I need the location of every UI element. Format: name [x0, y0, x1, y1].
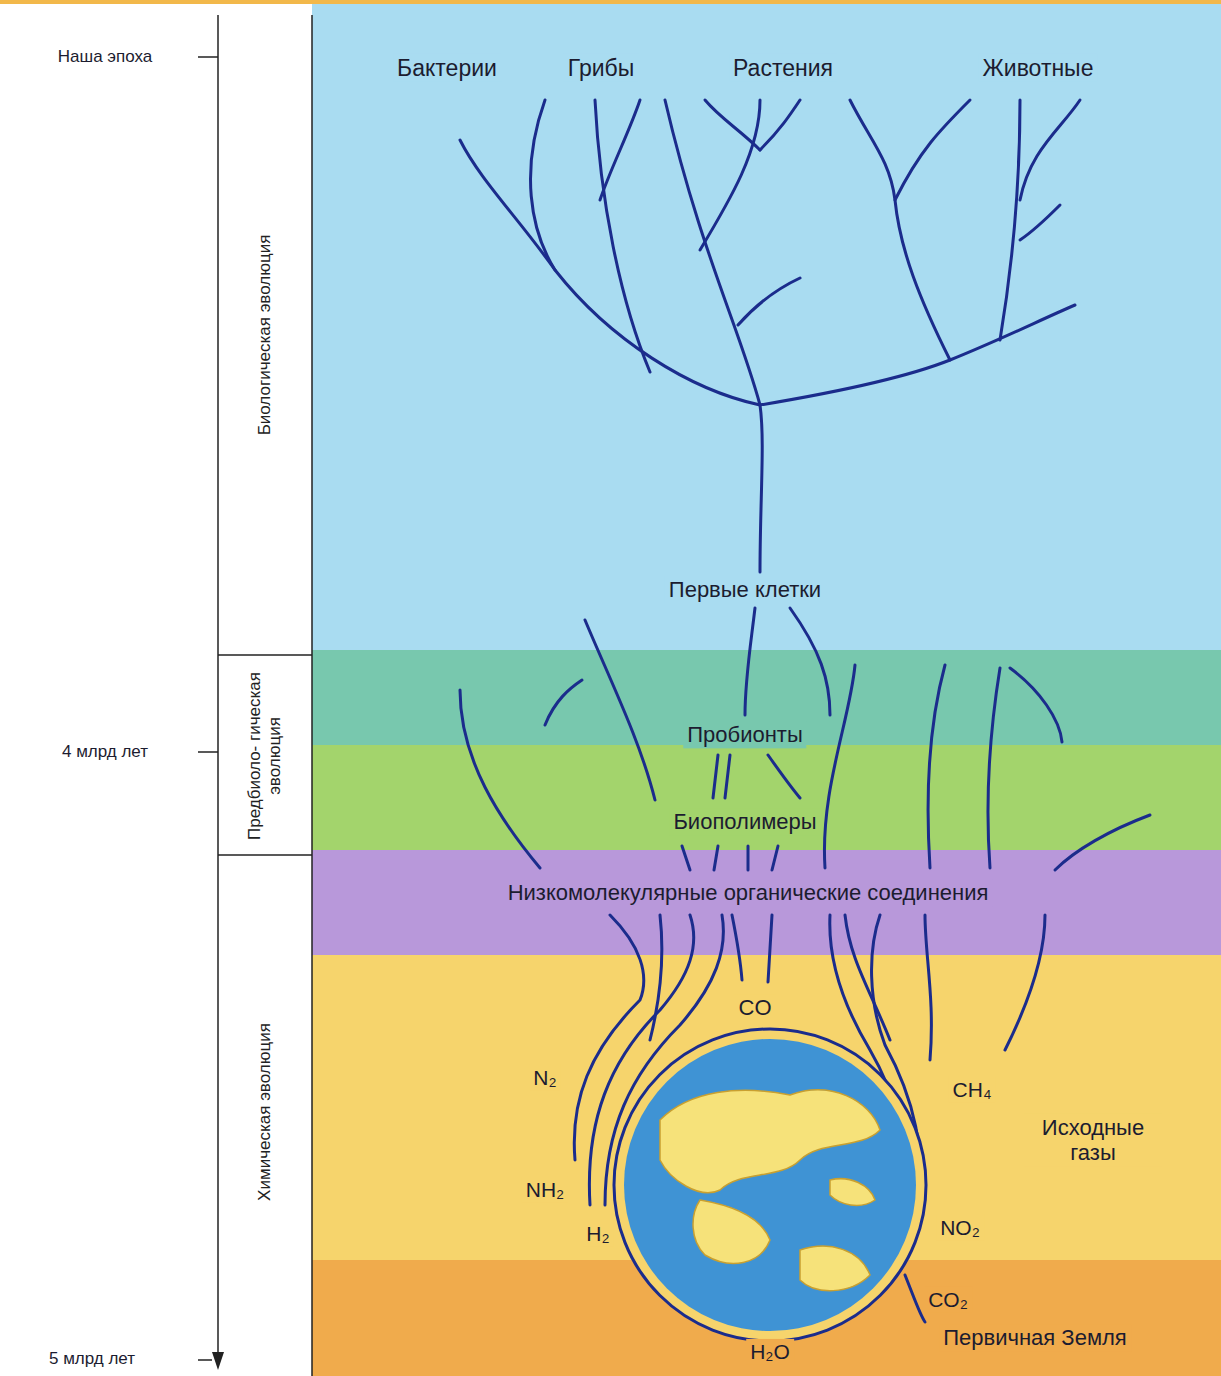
axis-arrowhead — [212, 1352, 224, 1370]
stage-name: Первые клетки — [665, 576, 825, 603]
gas-formula: NO₂ — [936, 1215, 984, 1241]
era-label: Предбиоло- гическая эволюция — [245, 671, 284, 841]
gas-formula: H₂O — [746, 1339, 794, 1365]
group-name: Грибы — [564, 54, 639, 82]
gases-note: Исходные газы — [1024, 1114, 1162, 1167]
band-blue — [312, 0, 1221, 650]
gas-formula: CH₄ — [949, 1077, 996, 1103]
band-violet — [312, 850, 1221, 955]
time-axis — [198, 15, 312, 1376]
stage-name: Пробионты — [683, 721, 806, 748]
gas-formula: N₂ — [529, 1065, 560, 1091]
earth-note: Первичная Земля — [939, 1324, 1131, 1351]
gas-formula: CO — [735, 994, 776, 1021]
era-label: Химическая эволюция — [255, 871, 275, 1353]
era-section: Биологическая эволюция — [219, 15, 311, 655]
gas-formula: H₂ — [582, 1221, 613, 1247]
gas-formula: NH₂ — [522, 1177, 568, 1203]
gas-formula: CO₂ — [924, 1287, 972, 1313]
stage-name: Низкомолекулярные органические соединени… — [504, 879, 993, 906]
era-section: Предбиоло- гическая эволюция — [219, 656, 311, 855]
band-green — [312, 745, 1221, 850]
primary-earth — [614, 1029, 926, 1341]
time-mark: 5 млрд лет — [45, 1348, 139, 1370]
top-border — [0, 0, 1221, 4]
group-name: Животные — [979, 54, 1098, 82]
era-label: Биологическая эволюция — [255, 30, 275, 640]
group-name: Растения — [729, 54, 837, 82]
era-section: Химическая эволюция — [219, 856, 311, 1368]
stage-name: Биополимеры — [669, 808, 820, 835]
group-name: Бактерии — [393, 54, 501, 82]
time-mark: Наша эпоха — [54, 46, 156, 68]
time-mark: 4 млрд лет — [58, 741, 152, 763]
